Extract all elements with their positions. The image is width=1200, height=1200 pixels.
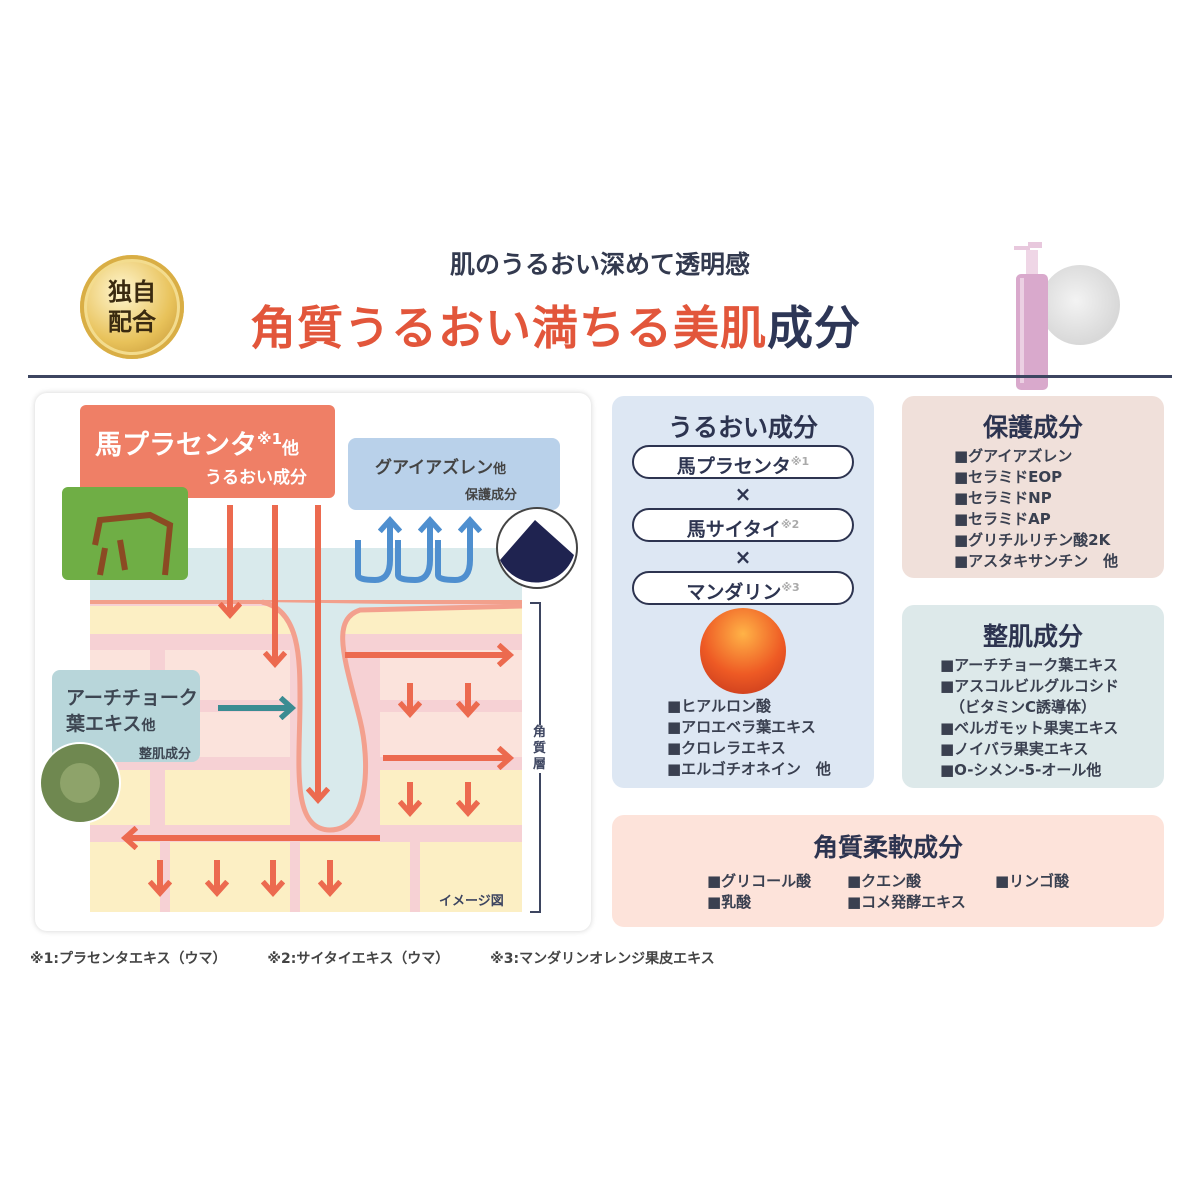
times-sign: × xyxy=(734,482,752,506)
conditioning-panel: 整肌成分 ■アーチチョーク葉エキス ■アスコルビルグルコシド （ビタミンC誘導体… xyxy=(902,605,1164,788)
orange-image xyxy=(700,608,786,694)
etc-label: 他 xyxy=(141,718,156,734)
etc-label: 他 xyxy=(282,439,300,459)
pill-label: 馬サイタイ xyxy=(686,518,781,541)
list-item: ■グリコール酸 xyxy=(707,872,812,890)
footnote-ref: ※1 xyxy=(790,455,810,468)
pill-label: マンダリン xyxy=(686,581,782,604)
badge-text: 独自 xyxy=(108,278,156,306)
list-item: ■セラミドAP xyxy=(954,510,1051,528)
skin-diagram-panel: 馬プラセンタ※1他 うるおい成分 グアイアズレン他 保護成分 アーチチョーク葉エ… xyxy=(35,393,591,931)
list-item: ■グリチルリチン酸2K xyxy=(954,531,1111,549)
placenta-label: 馬プラセンタ※1他 xyxy=(95,423,299,462)
footnotes: ※1:プラセンタエキス（ウマ） ※2:サイタイエキス（ウマ） ※3:マンダリンオ… xyxy=(30,948,737,968)
footnote: ※3:マンダリンオレンジ果皮エキス xyxy=(490,951,715,967)
title-navy: 成分 xyxy=(767,301,861,355)
protect-panel: 保護成分 ■グアイアズレン ■セラミドEOP ■セラミドNP ■セラミドAP ■… xyxy=(902,396,1164,578)
list-item: ■クロレラエキス xyxy=(667,739,786,757)
list-item: ■ヒアルロン酸 xyxy=(667,697,772,715)
subtitle: 肌のうるおい深めて透明感 xyxy=(449,250,750,279)
page-title: 角質うるおい満ちる美肌成分 xyxy=(250,292,861,358)
artichoke-title: アーチチョーク xyxy=(66,687,198,709)
moisture-title: うるおい成分 xyxy=(667,413,818,442)
placenta-title: 馬プラセンタ xyxy=(95,430,257,461)
title-red: 角質うるおい満ちる美肌 xyxy=(250,301,767,355)
list-item: ■セラミドNP xyxy=(954,489,1052,507)
skin-diagram xyxy=(39,405,578,913)
etc-label: 他 xyxy=(493,462,507,477)
list-item: ■乳酸 xyxy=(707,893,752,911)
list-item: ■ベルガモット果実エキス xyxy=(940,719,1119,737)
azulene-title: グアイアズレン xyxy=(375,458,494,478)
pill-placenta: 馬プラセンタ※1 xyxy=(632,445,854,479)
footnote-ref: ※2 xyxy=(780,518,800,531)
times-sign: × xyxy=(734,545,752,569)
artichoke-title: 葉エキス xyxy=(66,713,142,735)
original-formula-badge: 独自 配合 xyxy=(80,255,184,359)
azulene-label: グアイアズレン他 xyxy=(375,453,506,478)
conditioning-list: ■アーチチョーク葉エキス ■アスコルビルグルコシド （ビタミンC誘導体） ■ベル… xyxy=(940,655,1119,781)
image-note: イメージ図 xyxy=(439,894,504,909)
list-item: （ビタミンC誘導体） xyxy=(950,698,1097,716)
list-item: ■エルゴチオネイン 他 xyxy=(667,760,831,778)
moisture-list: ■ヒアルロン酸 ■アロエベラ葉エキス ■クロレラエキス ■エルゴチオネイン 他 xyxy=(667,696,831,780)
list-item: ■リンゴ酸 xyxy=(995,872,1070,890)
list-item: ■アロエベラ葉エキス xyxy=(667,718,816,736)
list-item: ■O-シメン-5-オール他 xyxy=(940,761,1102,779)
product-bottle-image xyxy=(1014,242,1048,390)
footnote: ※1:プラセンタエキス（ウマ） xyxy=(30,951,227,967)
softening-panel: 角質柔軟成分 ■グリコール酸 ■クエン酸 ■リンゴ酸 ■乳酸 ■コメ発酵エキス xyxy=(612,815,1164,927)
list-item: ■アーチチョーク葉エキス xyxy=(940,656,1118,674)
list-item: ■アスタキサンチン 他 xyxy=(954,552,1119,570)
protect-title: 保護成分 xyxy=(982,413,1083,442)
artichoke-label: アーチチョーク葉エキス他 xyxy=(66,685,198,739)
divider xyxy=(28,375,1172,378)
badge-text: 配合 xyxy=(108,308,156,336)
list-item: ■アスコルビルグルコシド xyxy=(940,677,1119,695)
foam-image xyxy=(1040,265,1120,345)
softening-title: 角質柔軟成分 xyxy=(812,833,963,862)
placenta-category: うるおい成分 xyxy=(205,468,307,488)
artichoke-category: 整肌成分 xyxy=(139,747,192,762)
footnote-ref: ※1 xyxy=(257,430,283,448)
protect-list: ■グアイアズレン ■セラミドEOP ■セラミドNP ■セラミドAP ■グリチルリ… xyxy=(954,446,1118,572)
pill-label: 馬プラセンタ xyxy=(676,455,791,478)
list-item: ■グアイアズレン xyxy=(954,447,1073,465)
pill-umbilical: 馬サイタイ※2 xyxy=(632,508,854,542)
list-item: ■ノイバラ果実エキス xyxy=(940,740,1089,758)
footnote-ref: ※3 xyxy=(781,581,800,594)
pill-mandarin: マンダリン※3 xyxy=(632,571,854,605)
layer-label: 角質層 xyxy=(533,725,547,773)
list-item: ■セラミドEOP xyxy=(954,468,1063,486)
list-item: ■クエン酸 xyxy=(847,872,922,890)
conditioning-title: 整肌成分 xyxy=(982,622,1083,651)
horse-photo xyxy=(62,487,188,580)
footnote: ※2:サイタイエキス（ウマ） xyxy=(267,951,450,967)
list-item: ■コメ発酵エキス xyxy=(847,893,966,911)
azulene-category: 保護成分 xyxy=(465,488,518,503)
moisture-panel: うるおい成分 馬プラセンタ※1 × 馬サイタイ※2 × マンダリン※3 ■ヒアル… xyxy=(612,396,874,788)
